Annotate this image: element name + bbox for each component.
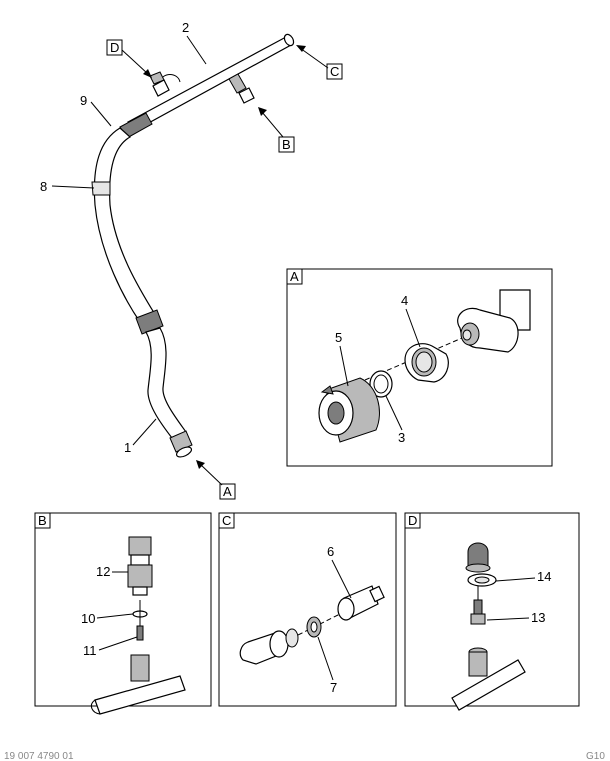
view-label-d-box [106, 39, 123, 56]
leader-4 [405, 308, 421, 348]
leader-6 [331, 559, 352, 599]
a-oring-inner [373, 374, 389, 394]
detail-panel-a: A 4 5 3 [286, 268, 553, 467]
c-cap-tip [369, 585, 385, 603]
view-label-c: C [330, 64, 339, 79]
detail-panel-c: C 6 7 [218, 512, 397, 707]
callout-9: 9 [80, 93, 87, 108]
b-tube [94, 675, 186, 715]
arrow-b-line [261, 111, 284, 138]
arrow-d-head [143, 69, 152, 78]
tube-assembly [91, 33, 295, 458]
fitting-b-nut [238, 87, 255, 104]
b-fitting-hex [128, 536, 152, 556]
b-fitting-body [127, 564, 153, 588]
leader-11 [98, 636, 138, 651]
panel-d-frame [404, 512, 580, 707]
leader-8 [51, 185, 95, 189]
panel-c-title: C [222, 513, 231, 528]
a-cap-tab [320, 385, 334, 395]
panel-a-frame [286, 268, 553, 467]
lower-tube [145, 327, 187, 439]
panel-d-title: D [408, 513, 417, 528]
panel-b-title-box [34, 512, 51, 529]
hose [93, 127, 157, 323]
callout-7: 7 [330, 680, 337, 695]
detail-panel-b: B 12 10 11 [34, 512, 212, 715]
callout-14: 14 [537, 569, 551, 584]
tube-end-cap [283, 33, 295, 47]
leader-13 [486, 617, 530, 621]
b-port [130, 654, 150, 682]
c-tube-end [285, 628, 299, 648]
panel-a-title-box [286, 268, 303, 285]
view-label-d: D [110, 40, 119, 55]
panel-d-title-box [404, 512, 421, 529]
arrow-b-head [258, 107, 267, 116]
a-flange-port [462, 329, 472, 341]
d-cap [467, 542, 489, 567]
view-label-a-box [219, 483, 236, 500]
b-fitting-tip [132, 586, 148, 596]
b-insert [136, 625, 144, 641]
lower-fitting-end [175, 446, 193, 458]
detail-panel-d: D 14 13 [404, 512, 580, 711]
leader-14 [495, 577, 536, 582]
d-port [468, 651, 488, 677]
callout-5: 5 [335, 330, 342, 345]
a-cap-bore [327, 401, 345, 425]
panel-a-title: A [290, 269, 299, 284]
leader-2 [186, 35, 207, 65]
arrow-a-head [196, 460, 205, 469]
callout-13: 13 [531, 610, 545, 625]
callout-2: 2 [182, 20, 189, 35]
d-cap-base [465, 563, 491, 573]
arrow-d-line [121, 49, 149, 75]
b-fitting-collar [130, 554, 150, 566]
callout-8: 8 [40, 179, 47, 194]
view-label-c-box [326, 63, 343, 80]
panel-b-frame [34, 512, 212, 707]
panel-c-title-box [218, 512, 235, 529]
callout-10: 10 [81, 611, 95, 626]
view-label-a: A [223, 484, 232, 499]
c-cap-face [337, 597, 355, 621]
leader-7 [317, 636, 334, 681]
arrow-c-head [296, 45, 306, 52]
footer-left-id: 19 007 4790 01 [4, 751, 74, 761]
fitting-d-cap [149, 71, 165, 85]
panel-b-title: B [38, 513, 47, 528]
d-fitting-stem [473, 599, 483, 615]
view-label-b: B [282, 137, 291, 152]
panel-c-frame [218, 512, 397, 707]
leader-5 [339, 345, 349, 387]
arrow-c-line [299, 47, 329, 69]
main-callouts: 2 9 8 1 D C B A [40, 20, 343, 500]
c-tube-flare [269, 630, 289, 658]
c-seal-bore [310, 621, 318, 633]
arrow-a-line [199, 463, 223, 486]
hose-band [91, 181, 111, 196]
callout-3: 3 [398, 430, 405, 445]
callout-1: 1 [124, 440, 131, 455]
d-tube [451, 659, 526, 711]
callout-11: 11 [83, 643, 97, 658]
a-gasket-bore [415, 351, 433, 373]
leader-10 [96, 613, 134, 619]
d-strap-hole [474, 576, 490, 584]
fitting-b-body [228, 73, 247, 94]
footer-right-id: G10 [586, 751, 605, 761]
leader-1 [132, 418, 157, 446]
leader-3 [385, 395, 403, 431]
b-tube-end [90, 699, 101, 715]
view-label-b-box [278, 136, 295, 153]
lower-sleeve [135, 309, 164, 335]
leader-9 [90, 101, 112, 127]
d-fitting-nut [470, 613, 486, 625]
callout-6: 6 [327, 544, 334, 559]
callout-12: 12 [96, 564, 110, 579]
callout-4: 4 [401, 293, 408, 308]
